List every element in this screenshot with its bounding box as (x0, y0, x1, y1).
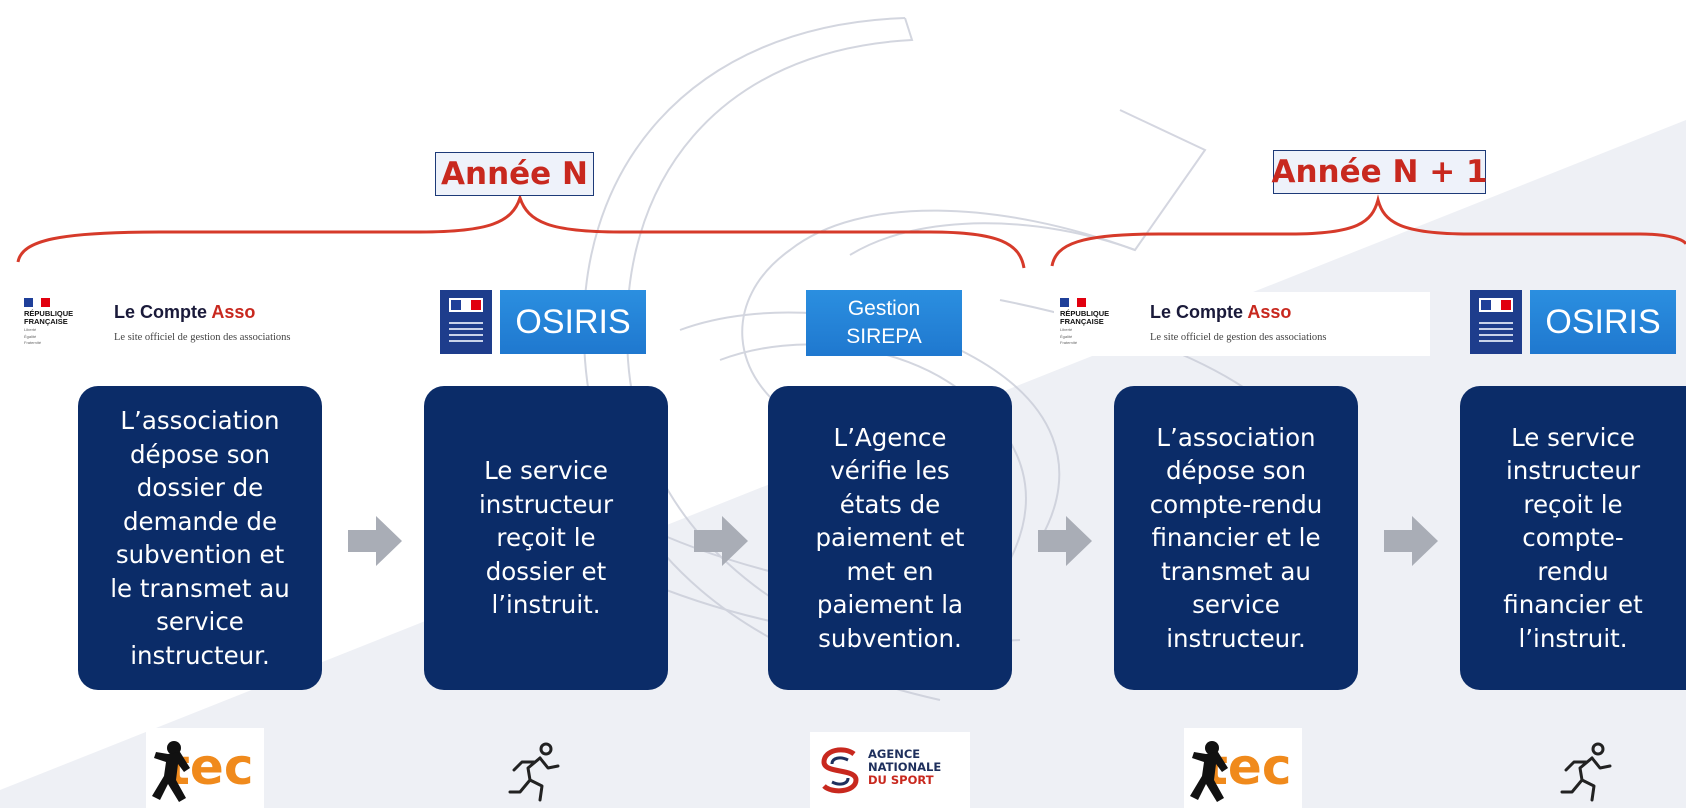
climber-icon (1190, 741, 1228, 802)
step-2-text: Le service instructeur reçoit le dossier… (478, 456, 614, 620)
ans-line-2: NATIONALE (868, 760, 942, 774)
rf-motto-2: Égalité (1060, 333, 1073, 339)
step-3-text: L’Agence vérifie les états de paiement e… (815, 422, 965, 653)
rf-motto-1: Liberté (24, 327, 37, 332)
ans-line-3: DU SPORT (868, 773, 934, 787)
compte-asso-logo: RÉPUBLIQUE FRANÇAISE Liberté Égalité Fra… (1054, 292, 1430, 356)
ans-emblem-icon (821, 747, 859, 794)
tec-logo: tec (1184, 728, 1302, 808)
step-4-text: L’association dépose son compte-rendu fi… (1149, 422, 1323, 653)
brace-year-n (16, 193, 1026, 269)
rf-motto-1: Liberté (1060, 327, 1073, 332)
french-flag-icon (24, 298, 51, 307)
ministry-emblem-icon (440, 290, 492, 354)
year-n-label: Année N (435, 152, 594, 196)
osiris-logo: OSIRIS (440, 290, 646, 356)
rf-motto-2: Égalité (24, 333, 37, 339)
rf-line-2: FRANÇAISE (24, 317, 68, 326)
compte-asso-title-main: Le Compte (114, 302, 212, 322)
step-5-box: Le service instructeur reçoit le compte-… (1460, 386, 1686, 690)
runner-icon (1560, 742, 1612, 802)
step-2-box: Le service instructeur reçoit le dossier… (424, 386, 668, 690)
right-arrow-icon (348, 516, 402, 566)
brace-year-n1 (1050, 194, 1686, 267)
ministry-emblem-icon (1470, 290, 1522, 354)
french-flag-icon (1060, 298, 1087, 307)
compte-asso-subtitle: Le site officiel de gestion des associat… (114, 332, 291, 343)
sirepa-logo: Gestion SIREPA (806, 290, 962, 356)
osiris-label: OSIRIS (500, 290, 646, 354)
rf-line-1: RÉPUBLIQUE (24, 309, 74, 318)
sirepa-line-1: Gestion (847, 297, 921, 320)
tec-logo: tec (146, 728, 264, 808)
compte-asso-title: Le Compte Asso (1150, 302, 1291, 323)
agence-nationale-du-sport-logo: AGENCE NATIONALE DU SPORT (810, 732, 970, 808)
step-3-box: L’Agence vérifie les états de paiement e… (768, 386, 1012, 690)
compte-asso-title-main: Le Compte (1150, 302, 1248, 322)
rf-line-1: RÉPUBLIQUE (1060, 309, 1110, 318)
compte-asso-title-accent: Asso (1247, 302, 1292, 322)
compte-asso-logo: RÉPUBLIQUE FRANÇAISE Liberté Égalité Fra… (18, 292, 400, 356)
ans-line-1: AGENCE (868, 747, 921, 761)
right-arrow-icon (1384, 516, 1438, 566)
runner-icon (508, 742, 560, 802)
compte-asso-subtitle: Le site officiel de gestion des associat… (1150, 332, 1327, 343)
ans-logo-text: AGENCE NATIONALE DU SPORT (868, 748, 941, 787)
rf-motto-3: Fraternité (1060, 340, 1078, 345)
republique-francaise-logo: RÉPUBLIQUE FRANÇAISE Liberté Égalité Fra… (1060, 298, 1134, 350)
sirepa-line-2: SIREPA (846, 325, 922, 348)
osiris-label: OSIRIS (1530, 290, 1676, 354)
step-1-text: L’association dépose son dossier de dema… (110, 406, 290, 670)
step-5-text: Le service instructeur reçoit le compte-… (1503, 422, 1643, 653)
right-arrow-icon (694, 516, 748, 566)
compte-asso-title: Le Compte Asso (114, 302, 255, 323)
year-braces (16, 193, 1686, 269)
step-4-box: L’association dépose son compte-rendu fi… (1114, 386, 1358, 690)
osiris-logo: OSIRIS (1470, 290, 1676, 356)
rf-line-2: FRANÇAISE (1060, 317, 1104, 326)
compte-asso-title-accent: Asso (211, 302, 256, 322)
climber-icon (152, 741, 190, 802)
rf-motto-3: Fraternité (24, 340, 42, 345)
right-arrow-icon (1038, 516, 1092, 566)
year-n1-label: Année N + 1 (1271, 150, 1488, 194)
republique-francaise-logo: RÉPUBLIQUE FRANÇAISE Liberté Égalité Fra… (24, 298, 98, 350)
step-1-box: L’association dépose son dossier de dema… (78, 386, 322, 690)
